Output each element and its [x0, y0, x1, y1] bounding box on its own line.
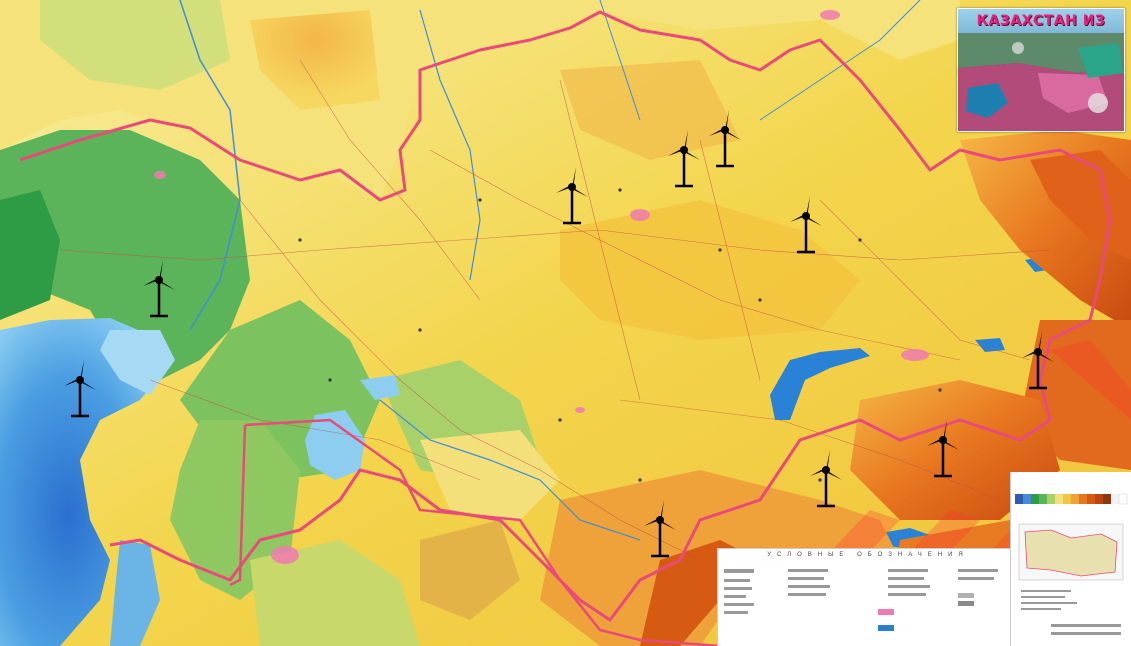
wind-turbine-icon[interactable]	[664, 128, 704, 208]
wind-turbine-icon[interactable]	[1018, 330, 1058, 410]
legend-title: УСЛОВНЫЕ ОБОЗНАЧЕНИЯ	[767, 552, 969, 558]
inset-title: КАЗАХСТАН ИЗ КОСМОСА	[958, 9, 1124, 53]
wind-turbine-icon[interactable]	[806, 448, 846, 528]
wind-turbine-icon[interactable]	[786, 194, 826, 274]
satellite-image	[958, 33, 1124, 131]
legend-symbols	[724, 569, 998, 631]
wind-turbine-icon[interactable]	[60, 358, 100, 438]
elevation-color-bar	[1015, 493, 1128, 635]
space-view-inset: КАЗАХСТАН ИЗ КОСМОСА	[957, 8, 1125, 132]
elevation-scale-panel	[1010, 472, 1131, 646]
map-legend: УСЛОВНЫЕ ОБОЗНАЧЕНИЯ	[717, 548, 1016, 646]
wind-turbine-icon[interactable]	[640, 498, 680, 578]
wind-turbine-icon[interactable]	[923, 418, 963, 498]
wind-turbine-icon[interactable]	[705, 108, 745, 188]
wind-turbine-icon[interactable]	[552, 165, 592, 245]
wind-turbine-icon[interactable]	[139, 258, 179, 338]
